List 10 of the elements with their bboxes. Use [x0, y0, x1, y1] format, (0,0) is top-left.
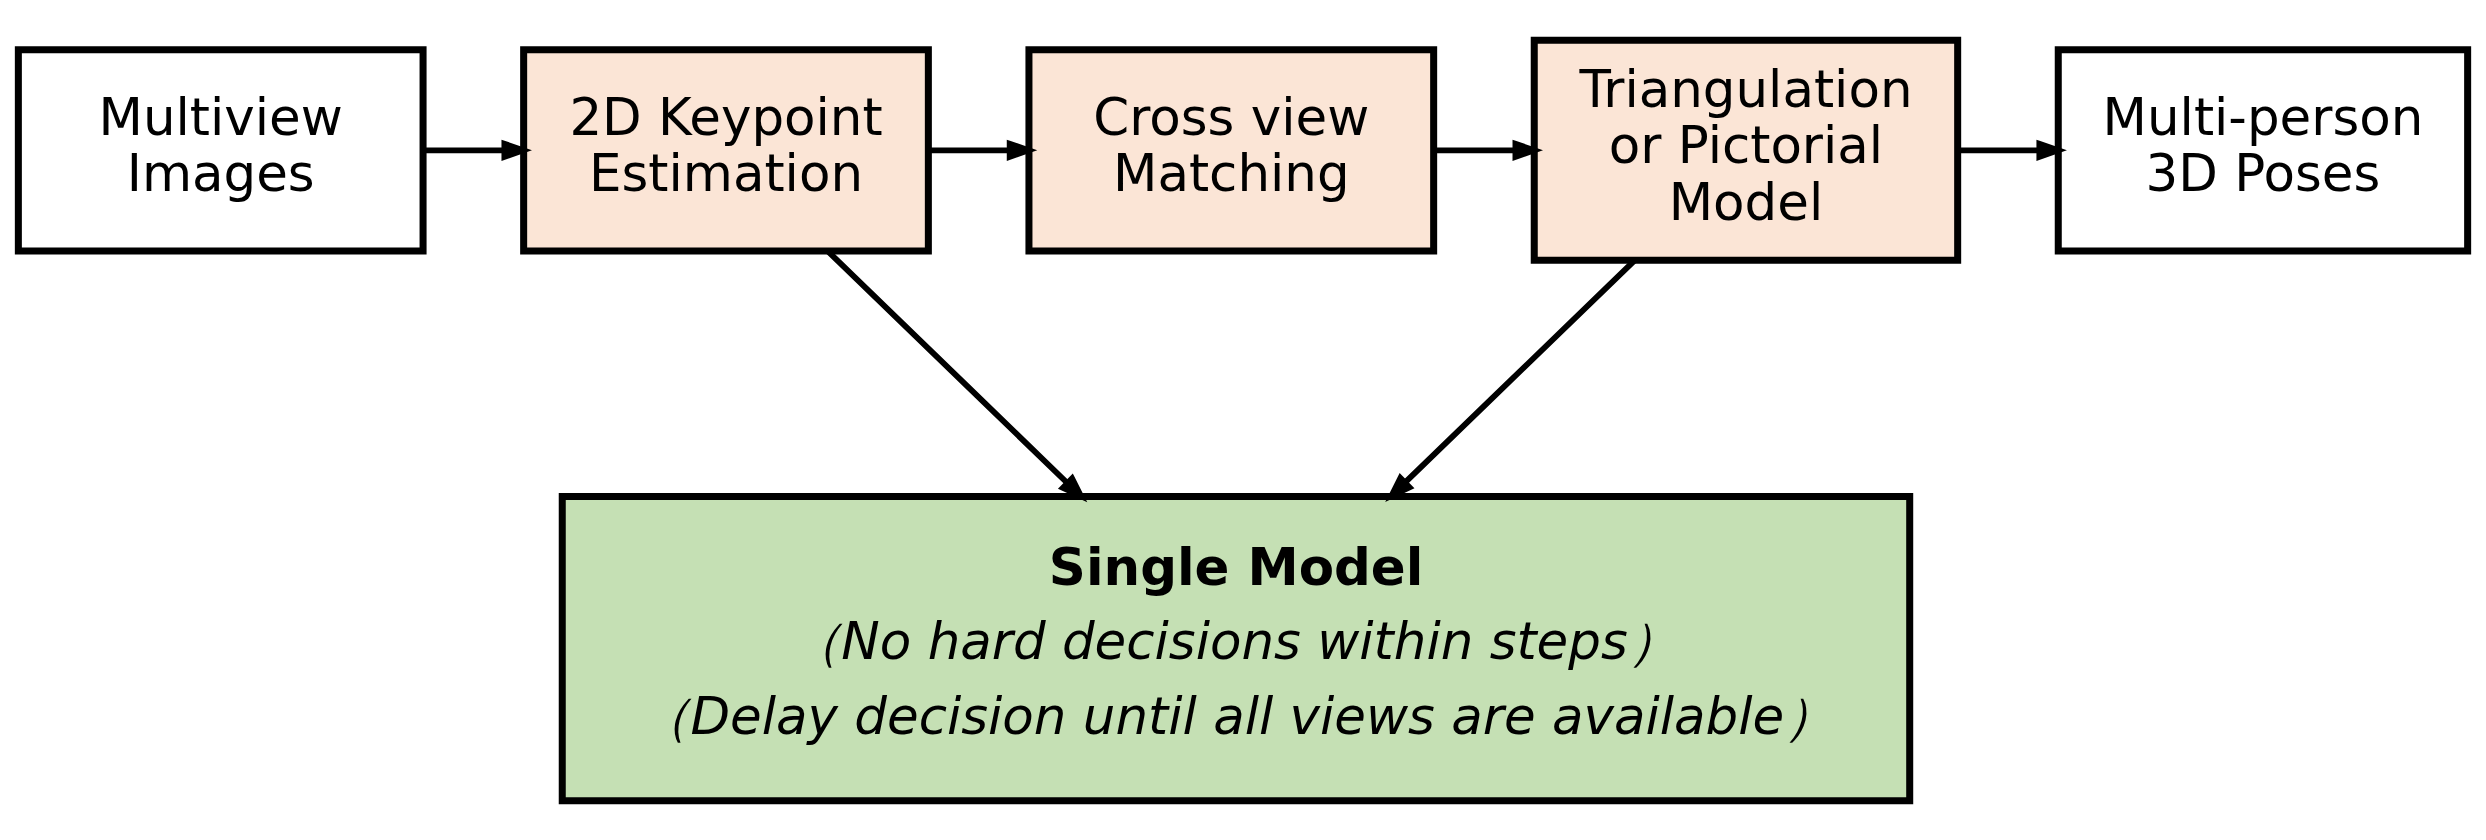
arrow: [1958, 139, 2067, 161]
node-box: Triangulation or Pictorial Model: [1530, 36, 1962, 264]
arrow: [1434, 139, 1543, 161]
node-box: Cross view Matching: [1025, 45, 1438, 254]
node-box: 2D Keypoint Estimation: [520, 45, 932, 254]
arrow: [424, 139, 532, 161]
node-box: Multiview Images: [14, 45, 427, 254]
node-box: Multi-person 3D Poses: [2054, 45, 2472, 254]
node-box: Single Model （No hard decisions within steps） （Delay decision until all views are available）: [558, 492, 1914, 804]
arrow: [929, 139, 1038, 161]
